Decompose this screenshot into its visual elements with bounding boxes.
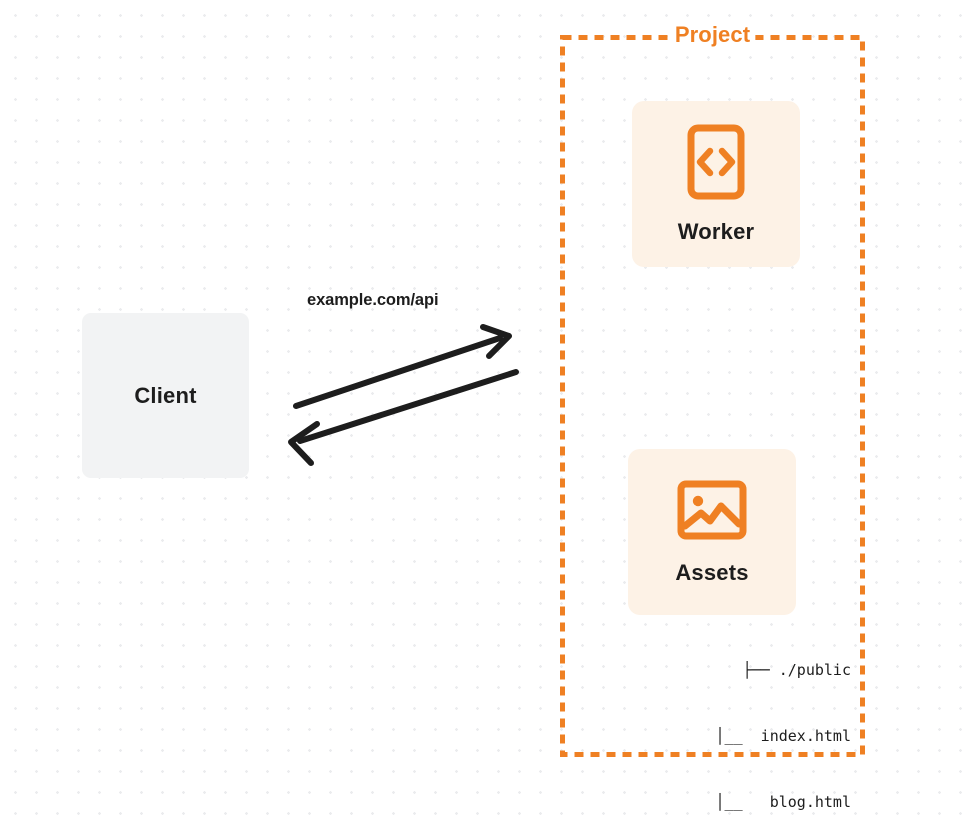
- response-arrow: [288, 369, 519, 466]
- code-brackets-icon: [687, 124, 745, 205]
- project-title: Project: [669, 22, 756, 48]
- client-node-label: Client: [134, 382, 197, 408]
- assets-file-tree: ├── ./public │__ index.html │__ blog.htm…: [606, 615, 851, 818]
- assets-node[interactable]: Assets: [628, 449, 796, 615]
- file-tree-line: ├── ./public: [742, 661, 851, 679]
- file-tree-line: │__ blog.html: [706, 793, 851, 811]
- image-picture-icon: [677, 479, 747, 546]
- project-group: Project Worker Assets: [560, 22, 865, 811]
- client-node[interactable]: Client: [82, 313, 249, 478]
- assets-node-label: Assets: [675, 559, 749, 585]
- worker-node[interactable]: Worker: [632, 101, 800, 267]
- file-tree-line: │__ index.html: [706, 727, 851, 745]
- request-arrow: [293, 324, 512, 409]
- connection-label: example.com/api: [307, 291, 439, 309]
- worker-node-label: Worker: [677, 218, 755, 244]
